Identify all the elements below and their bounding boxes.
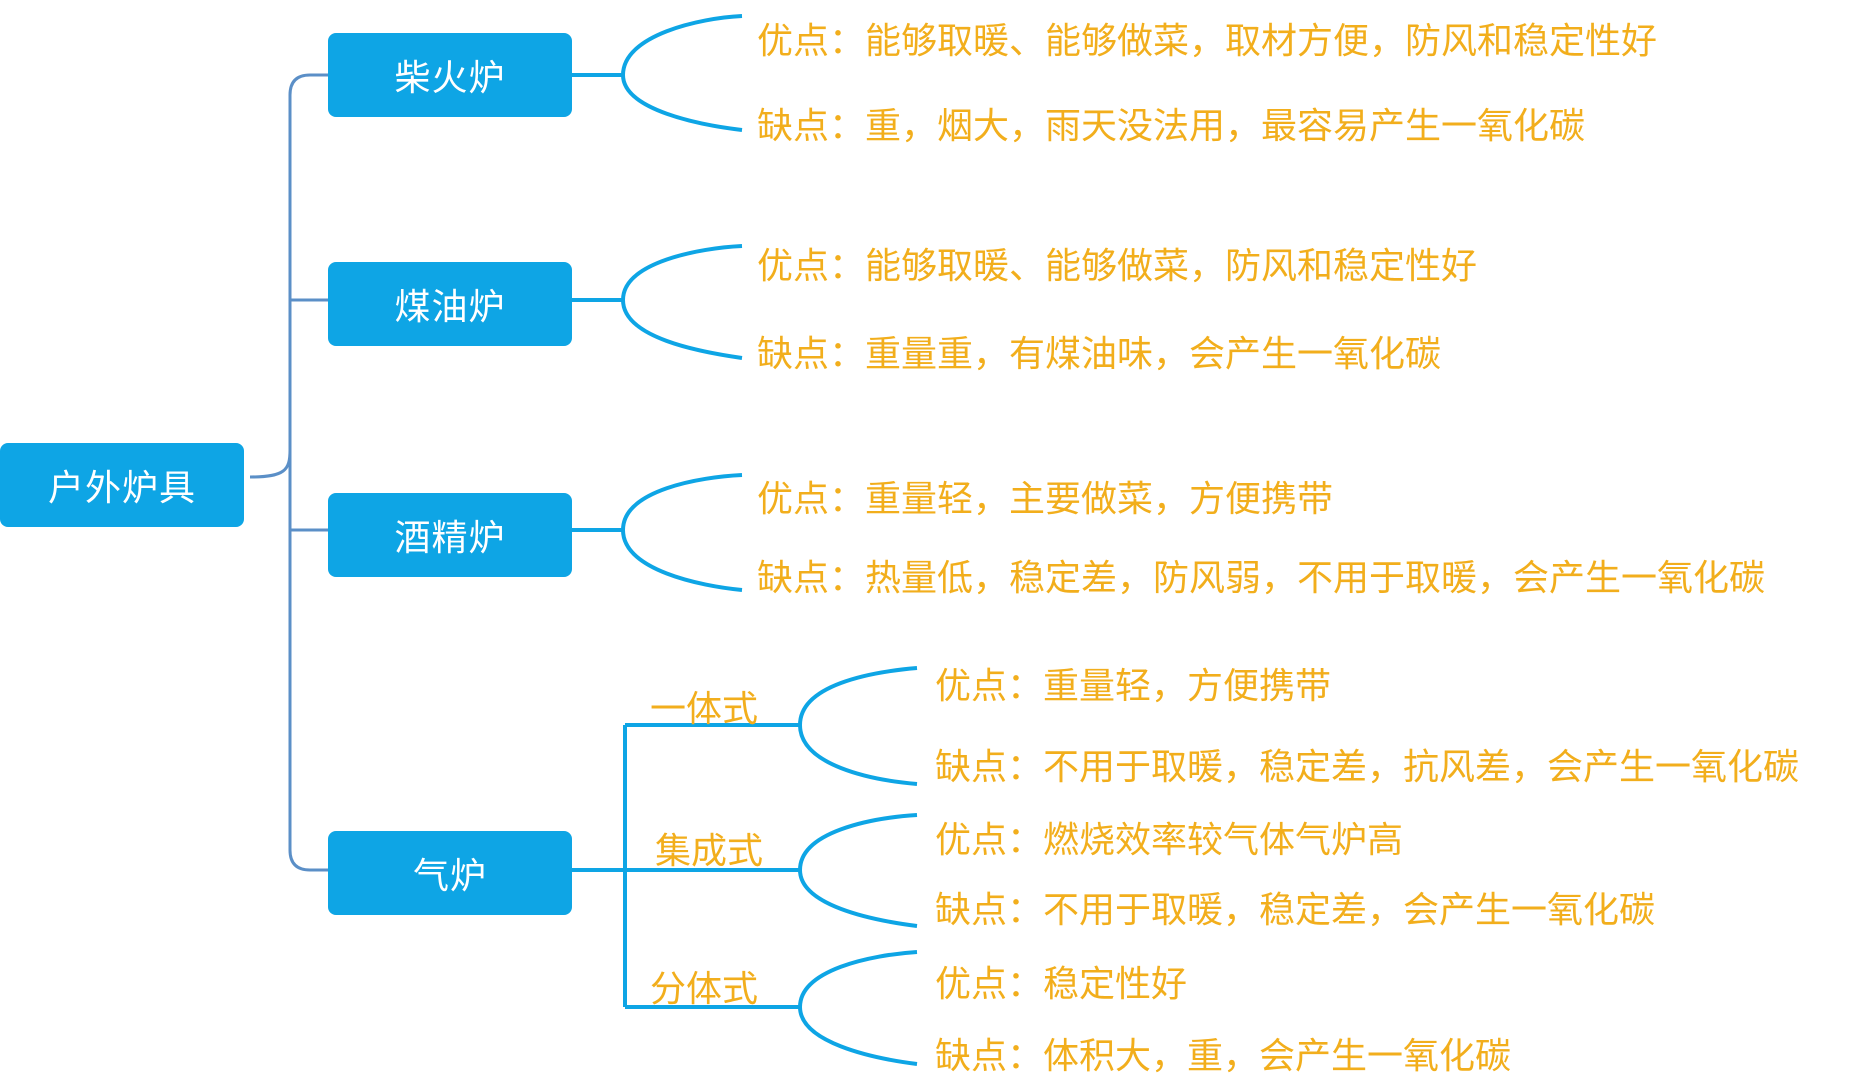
root-label: 户外炉具: [47, 468, 196, 509]
stove-node-alcohol[interactable]: 酒精炉: [328, 493, 572, 577]
pros-text: 优点：重量轻，主要做菜，方便携带: [757, 479, 1334, 520]
cons-text: 缺点：体积大，重，会产生一氧化碳: [935, 1036, 1512, 1077]
stove-node-gas[interactable]: 气炉: [328, 831, 572, 915]
cons-text: 缺点：重，烟大，雨天没法用，最容易产生一氧化碳: [757, 106, 1586, 147]
pros-text: 优点：能够取暖、能够做菜，取材方便，防风和稳定性好: [757, 21, 1658, 62]
gas-type-label: 一体式: [650, 689, 759, 730]
gas-type3-fork: [798, 950, 918, 1066]
gas-trunk: [570, 723, 800, 1009]
stove-node-wood[interactable]: 柴火炉: [328, 33, 572, 117]
stove-label: 柴火炉: [394, 58, 506, 99]
root-node[interactable]: 户外炉具: [0, 443, 244, 527]
gas-type-label: 集成式: [655, 831, 764, 872]
cons-text: 缺点：热量低，稳定差，防风弱，不用于取暖，会产生一氧化碳: [757, 558, 1766, 599]
pros-text: 优点：重量轻，方便携带: [935, 666, 1332, 707]
cons-text: 缺点：不用于取暖，稳定差，抗风差，会产生一氧化碳: [935, 747, 1800, 788]
cons-text: 缺点：不用于取暖，稳定差，会产生一氧化碳: [935, 890, 1656, 931]
gas-type-label: 分体式: [650, 969, 759, 1010]
gas-type2-fork: [798, 813, 918, 928]
stove-label: 酒精炉: [394, 518, 506, 559]
pros-text: 优点：能够取暖、能够做菜，防风和稳定性好: [757, 246, 1478, 287]
gas-type1-fork: [798, 666, 918, 786]
cons-text: 缺点：重量重，有煤油味，会产生一氧化碳: [757, 334, 1442, 375]
stove-node-kerosene[interactable]: 煤油炉: [328, 262, 572, 346]
stove-label: 煤油炉: [394, 287, 506, 328]
pros-text: 优点：燃烧效率较气体气炉高: [935, 820, 1404, 861]
stove1-fork: [570, 14, 743, 132]
stove-label: 气炉: [412, 856, 487, 897]
root-bracket: [249, 73, 330, 872]
pros-text: 优点：稳定性好: [935, 964, 1188, 1005]
stove2-fork: [570, 244, 743, 360]
stove3-fork: [570, 473, 743, 592]
